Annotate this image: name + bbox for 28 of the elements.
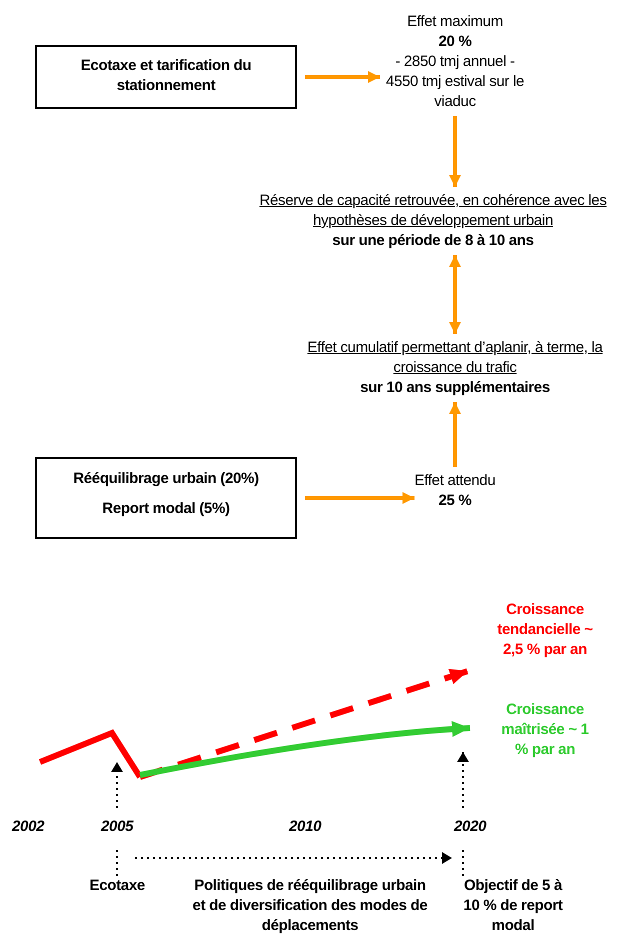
year-label: 2020 [454,817,486,837]
timeline-note: Objectif de 5 à 10 % de report modal [462,876,564,936]
caption-text: Effet maximum [406,12,504,32]
box-text: Rééquilibrage urbain (20%) [72,469,260,489]
value-text: 20 % [438,32,472,52]
arrow [449,116,461,187]
arrow [449,255,461,334]
detail-text: - 2850 tmj annuel - 4550 tmj estival sur le viaduc [384,52,526,112]
year-label: 2010 [289,817,322,837]
value-text: 25 % [437,491,472,511]
value-text: sur 10 ans supplémentaires [359,378,551,398]
policy-note: Politiques de rééquilibrage urbain et de diversification des modes de déplacements [192,876,428,936]
box-text: Report modal (5%) [101,499,231,519]
series-label: Croissance tendancielle ~ 2,5 % par an [496,600,594,660]
value-text: sur une période de 8 à 10 ans [331,231,535,251]
caption-text: Effet attendu [414,471,496,491]
arrow [449,402,461,467]
box-text: Ecotaxe et tarification du stationnement [80,56,252,96]
process-box [35,45,297,109]
arrow [305,492,414,504]
series-label: Croissance maîtrisée ~ 1 % par an [500,700,590,760]
year-label: 2002 [12,817,44,837]
leader-arrow [111,761,123,877]
leader-arrow [457,751,469,877]
timeline-note: Ecotaxe [90,876,145,896]
process-box [35,457,297,539]
arrow [305,71,380,83]
year-label: 2005 [101,817,134,837]
